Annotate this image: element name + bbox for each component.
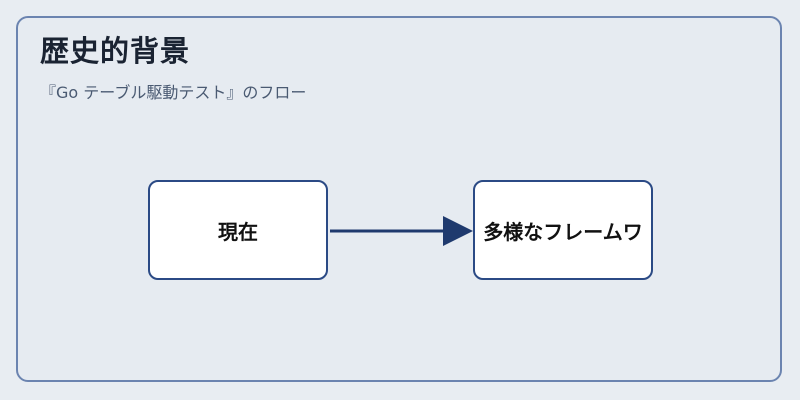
node-frameworks-label: 多様なフレームワ	[483, 219, 643, 244]
node-frameworks: 多様なフレームワ	[473, 180, 653, 280]
diagram-frame	[16, 16, 782, 382]
node-current: 現在	[148, 180, 328, 280]
page-subtitle: 『Go テーブル駆動テスト』のフロー	[40, 83, 307, 102]
node-current-label: 現在	[218, 219, 258, 244]
page-title: 歴史的背景	[40, 34, 191, 68]
